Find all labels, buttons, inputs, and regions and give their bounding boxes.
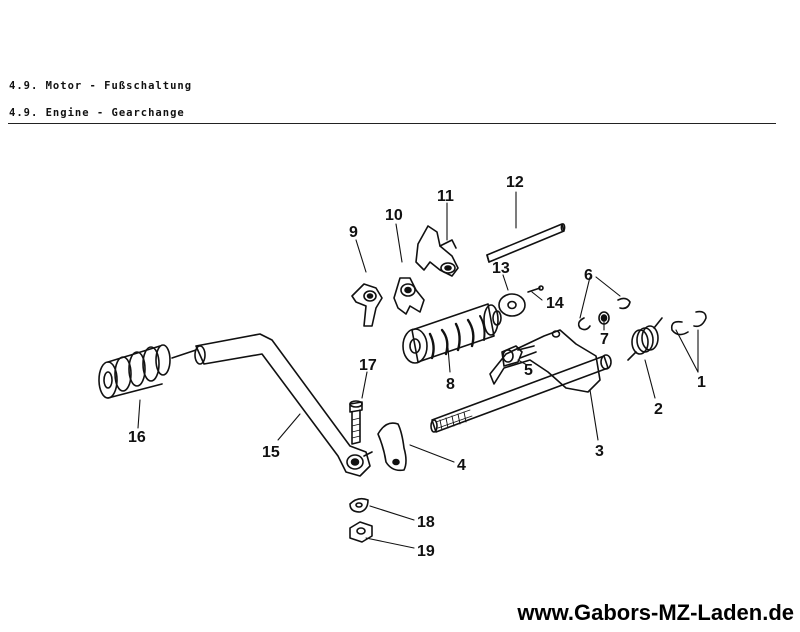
label-part-14: 14 (546, 295, 564, 312)
part-5-selector-lever (501, 345, 537, 367)
label-part-19: 19 (417, 543, 435, 560)
part-16-pedal-rubber (98, 344, 197, 399)
part-10-selector-fork (393, 277, 425, 315)
part-4-lever-arm (377, 422, 407, 472)
part-9-selector-fork (351, 283, 383, 327)
website-watermark: www.Gabors-MZ-Laden.de (517, 600, 794, 625)
part-7-spring (598, 311, 610, 325)
part-15-gearchange-pedal (194, 333, 373, 477)
label-part-4: 4 (457, 457, 466, 474)
part-18-washer (349, 497, 369, 513)
part-1-circlips (670, 310, 707, 336)
title-german: 4.9. Motor - Fußschaltung (9, 80, 193, 92)
part-labels: 1 2 3 4 5 6 7 8 9 10 11 12 13 14 15 16 1… (128, 174, 706, 560)
title-english: 4.9. Engine - Gearchange (9, 107, 185, 119)
part-14-pin (527, 285, 544, 293)
label-part-8: 8 (446, 376, 455, 393)
part-2-return-spring (627, 317, 663, 361)
part-3-gearchange-shaft (430, 329, 612, 433)
label-part-11: 11 (437, 188, 454, 205)
leader-lines (137, 191, 699, 549)
label-part-15: 15 (262, 444, 280, 461)
label-part-12: 12 (506, 174, 524, 191)
part-17-bolt (349, 400, 363, 445)
part-19-nut (349, 521, 373, 543)
part-12-selector-shaft (486, 223, 566, 263)
part-11-selector-fork (415, 225, 459, 277)
header-rule (8, 123, 776, 124)
label-part-9: 9 (349, 224, 358, 241)
part-13-washer (498, 293, 526, 317)
part-6-clips (577, 297, 631, 331)
label-part-18: 18 (417, 514, 435, 531)
label-part-5: 5 (524, 362, 533, 379)
part-8-shift-drum (402, 303, 502, 364)
label-part-6: 6 (584, 267, 593, 284)
label-part-3: 3 (595, 443, 604, 460)
label-part-1: 1 (697, 374, 706, 391)
label-part-17: 17 (359, 357, 377, 374)
label-part-10: 10 (385, 207, 403, 224)
label-part-13: 13 (492, 260, 510, 277)
label-part-16: 16 (128, 429, 146, 446)
label-part-7: 7 (600, 331, 609, 348)
label-part-2: 2 (654, 401, 663, 418)
